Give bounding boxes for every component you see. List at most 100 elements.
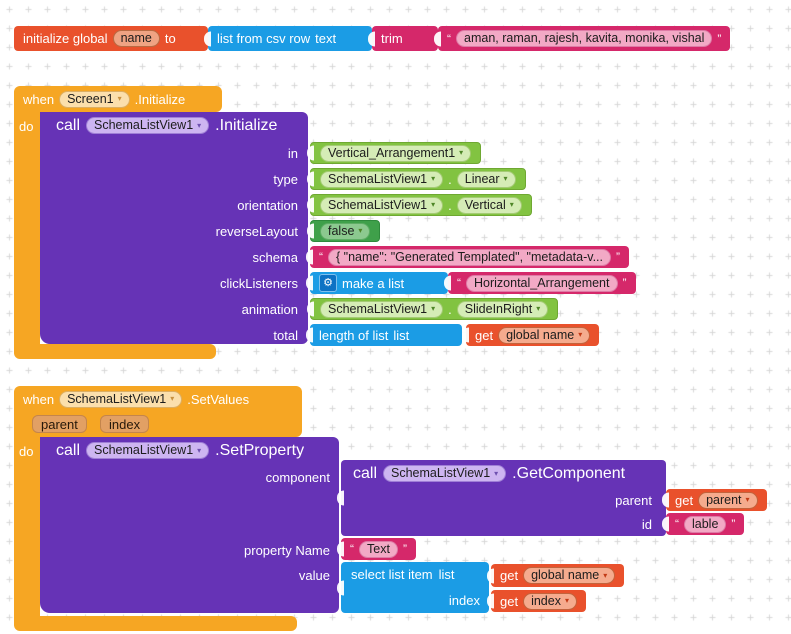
global-name-value: global name: [531, 568, 600, 582]
param-label-type: type: [273, 172, 298, 187]
setproperty-component-value: SchemaListView1: [94, 443, 194, 457]
initialize-method-label: .Initialize: [215, 116, 278, 134]
param-label-id: id: [641, 517, 652, 532]
select-list-item-block[interactable]: select list item list: [341, 562, 489, 613]
type-component-dropdown[interactable]: SchemaListView1 ▾: [320, 170, 444, 188]
get-index-block[interactable]: get index ▾: [491, 590, 586, 612]
lable-string-field[interactable]: lable: [684, 515, 727, 533]
param-label-schema: schema: [252, 250, 298, 265]
call-initialize-block[interactable]: call SchemaListView1 ▾ .Initialize: [40, 112, 308, 344]
index-var-dropdown[interactable]: index ▾: [523, 592, 577, 610]
close-quote: ”: [622, 276, 627, 290]
call-label: call: [353, 464, 378, 482]
setvalues-component-value: SchemaListView1: [67, 391, 167, 406]
vertical-arrangement-value: Vertical_Arrangement1: [328, 145, 456, 160]
lable-string-block[interactable]: “ lable ”: [666, 513, 745, 535]
chevron-down-icon: ▾: [197, 120, 202, 130]
when-setvalues-bottom[interactable]: [14, 616, 297, 631]
vertical-arrangement-block[interactable]: Vertical_Arrangement1 ▾: [310, 142, 482, 164]
false-dropdown[interactable]: false ▾: [320, 222, 371, 240]
orientation-component-dropdown[interactable]: SchemaListView1 ▾: [320, 196, 444, 214]
open-quote: “: [447, 31, 451, 46]
animation-component-dropdown[interactable]: SchemaListView1 ▾: [320, 300, 444, 318]
when-screen-bottom[interactable]: [14, 344, 216, 359]
call-setproperty-block[interactable]: call SchemaListView1 ▾ .SetProperty: [40, 437, 339, 613]
vertical-arrangement-dropdown[interactable]: Vertical_Arrangement1 ▾: [320, 144, 472, 162]
param-chip-parent[interactable]: parent: [32, 415, 87, 433]
get-label: get: [500, 593, 519, 609]
param-label-parent: parent: [615, 493, 652, 508]
get-parent-block[interactable]: get parent ▾: [666, 489, 767, 511]
parent-var-dropdown[interactable]: parent ▾: [698, 491, 758, 509]
dot-separator: .: [448, 301, 452, 317]
list-from-csv-row-block[interactable]: list from csv row text: [208, 26, 372, 51]
horizontal-arrangement-string-block[interactable]: “ Horizontal_Arrangement ”: [448, 272, 636, 294]
animation-component-value: SchemaListView1: [328, 301, 428, 316]
animation-block[interactable]: SchemaListView1 ▾ . SlideInRight ▾: [310, 298, 559, 320]
call-initialize-header: call SchemaListView1 ▾ .Initialize: [40, 112, 308, 139]
do-label: do: [19, 444, 34, 459]
chevron-down-icon: ▾: [431, 304, 436, 313]
when-screen-initialize-block[interactable]: when Screen1 ▾ .Initialize: [14, 86, 222, 112]
chevron-down-icon: ▾: [197, 445, 202, 455]
dot-separator: .: [448, 197, 452, 213]
global-name-field[interactable]: name: [112, 30, 160, 47]
initialize-global-block[interactable]: initialize global name to: [14, 26, 208, 51]
trim-block[interactable]: trim: [372, 26, 438, 51]
length-of-list-label: length of list: [319, 327, 389, 343]
global-name-dropdown[interactable]: global name ▾: [498, 326, 591, 344]
chevron-down-icon: ▾: [578, 330, 583, 339]
param-chip-index[interactable]: index: [100, 415, 150, 433]
csv-string-field[interactable]: aman, raman, rajesh, kavita, monika, vis…: [456, 30, 713, 47]
get-global-name-block[interactable]: get global name ▾: [466, 324, 600, 346]
make-a-list-block[interactable]: ⚙ make a list: [310, 272, 448, 294]
when-screen-spine[interactable]: [14, 112, 40, 344]
get-label: get: [475, 327, 494, 343]
false-block[interactable]: false ▾: [310, 220, 381, 242]
schema-string-block[interactable]: “ { "name": "Generated Templated", "meta…: [310, 246, 630, 268]
chevron-down-icon: ▾: [494, 468, 499, 478]
mutator-gear-icon[interactable]: ⚙: [319, 274, 337, 292]
csv-string-block[interactable]: “ aman, raman, rajesh, kavita, monika, v…: [438, 26, 731, 51]
when-setvalues-spine[interactable]: [14, 437, 40, 616]
setvalues-event-label: .SetValues: [187, 391, 250, 407]
open-quote: “: [319, 250, 323, 264]
list-arg-label: list: [393, 327, 410, 343]
schemalistview-dropdown-value: SchemaListView1: [94, 118, 194, 132]
param-label-total: total: [273, 328, 298, 343]
to-label: to: [164, 31, 176, 46]
when-label: when: [23, 91, 55, 107]
orientation-vertical-block[interactable]: SchemaListView1 ▾ . Vertical ▾: [310, 194, 532, 216]
call-getcomponent-header: call SchemaListView1 ▾ .GetComponent: [341, 460, 666, 487]
make-a-list-label: make a list: [342, 275, 405, 291]
screen1-dropdown[interactable]: Screen1 ▾: [59, 90, 130, 108]
vertical-dropdown[interactable]: Vertical ▾: [456, 196, 522, 214]
text-string-field[interactable]: Text: [359, 540, 398, 558]
setvalues-component-dropdown[interactable]: SchemaListView1 ▾: [59, 390, 183, 408]
horizontal-arrangement-field[interactable]: Horizontal_Arrangement: [466, 274, 618, 292]
length-of-list-block[interactable]: length of list list: [310, 324, 462, 346]
global-name-dropdown[interactable]: global name ▾: [523, 567, 616, 584]
linear-dropdown[interactable]: Linear ▾: [456, 170, 516, 188]
call-getcomponent-block[interactable]: call SchemaListView1 ▾ .GetComponent: [341, 460, 666, 536]
setproperty-component-dropdown[interactable]: SchemaListView1 ▾: [86, 442, 210, 459]
chevron-down-icon: ▾: [431, 200, 436, 209]
type-linear-block[interactable]: SchemaListView1 ▾ . Linear ▾: [310, 168, 526, 190]
param-label-component: component: [265, 470, 330, 485]
get-global-name-block[interactable]: get global name ▾: [491, 564, 625, 587]
list-from-csv-row-label: list from csv row: [217, 31, 311, 46]
getcomponent-component-dropdown[interactable]: SchemaListView1 ▾: [383, 465, 507, 482]
schema-string-field[interactable]: { "name": "Generated Templated", "metada…: [328, 248, 612, 266]
text-string-block[interactable]: “ Text ”: [341, 538, 416, 560]
false-value: false: [328, 223, 355, 238]
when-setvalues-block[interactable]: when SchemaListView1 ▾ .SetValues: [14, 386, 302, 412]
linear-value: Linear: [464, 171, 500, 186]
param-label-orientation: orientation: [237, 198, 298, 213]
schemalistview-dropdown[interactable]: SchemaListView1 ▾: [86, 117, 210, 134]
param-label-propertyname: property Name: [244, 543, 330, 558]
screen1-dropdown-value: Screen1: [67, 91, 114, 106]
getcomponent-method-label: .GetComponent: [512, 464, 626, 482]
slideinright-dropdown[interactable]: SlideInRight ▾: [456, 300, 549, 318]
orientation-component-value: SchemaListView1: [328, 197, 428, 212]
